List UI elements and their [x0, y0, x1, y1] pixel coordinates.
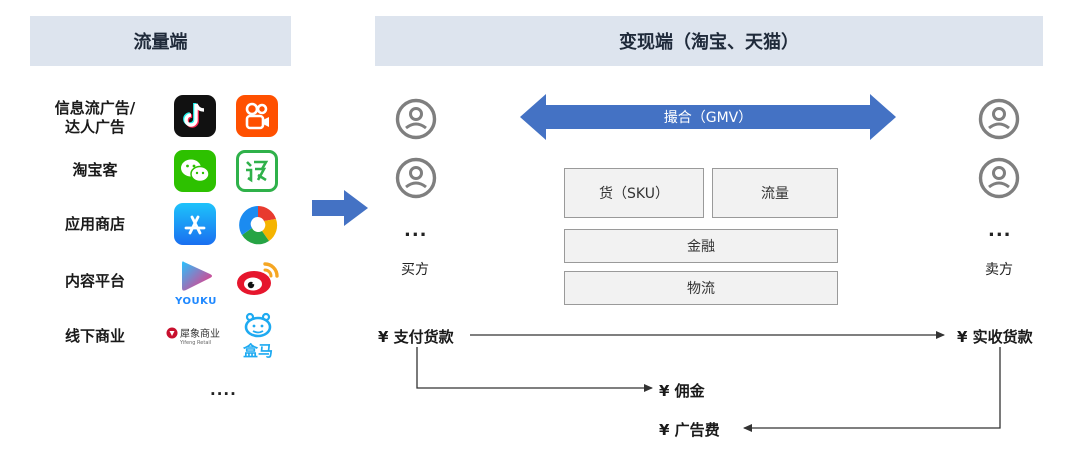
traffic-label: 流量	[761, 186, 789, 202]
seller-more-ellipsis: ...	[988, 220, 1012, 241]
monetization-side-title: 变现端（淘宝、天猫）	[619, 32, 799, 53]
ruoxi-logo-subtext: Yifeng Retail	[180, 340, 212, 346]
youku-logo-text: YOUKU	[175, 296, 217, 307]
kuaishou-icon	[236, 95, 278, 137]
tiktok-icon	[174, 95, 216, 137]
ad-fee-label: ¥ 广告费	[659, 421, 720, 439]
row-label-taobaoke: 淘宝客	[72, 161, 118, 179]
hema-logo-text: 盒马	[242, 342, 273, 360]
traffic-side-title: 流量端	[133, 32, 188, 53]
weibo-icon	[234, 258, 282, 298]
goods-sku-box: 货（SKU）	[564, 168, 704, 218]
more-channels-ellipsis: ....	[210, 381, 237, 399]
goods-sku-label: 货（SKU）	[599, 186, 669, 202]
gmv-match-double-arrow-icon	[520, 94, 896, 140]
ruoxi-mark-icon	[166, 327, 178, 338]
row-label-app-store: 应用商店	[64, 215, 125, 233]
buyer-person-icon	[395, 98, 437, 140]
seller-person-icon	[978, 157, 1020, 199]
ruoxi-retail-icon: 犀象商业 Yifeng Retail	[166, 325, 226, 347]
commission-label: ¥ 佣金	[659, 382, 705, 400]
row-label-offline-retail: 线下商业	[64, 327, 125, 345]
logistics-label: 物流	[687, 281, 715, 297]
app-store-icon	[174, 203, 216, 245]
logistics-box: 物流	[564, 271, 838, 305]
app-market-icon	[236, 203, 280, 247]
payment-label: ¥ 支付货款	[378, 328, 454, 346]
flow-right-arrow-icon	[312, 190, 368, 226]
finance-label: 金融	[687, 239, 715, 255]
hema-icon: 盒马	[236, 312, 280, 360]
seller-to-ad-fee-line	[743, 347, 1001, 432]
gmv-match-label: 撮合（GMV）	[663, 110, 753, 126]
row-label-content-platform: 内容平台	[64, 272, 125, 290]
finance-box: 金融	[564, 229, 838, 263]
fanli-icon	[236, 150, 278, 192]
youku-icon: YOUKU	[170, 258, 222, 307]
ruoxi-logo-text: 犀象商业	[180, 329, 220, 340]
buyer-person-icon	[395, 157, 437, 199]
payment-to-commission-line	[416, 347, 653, 392]
row-label-feed-ads: 信息流广告/ 达人广告	[54, 99, 136, 136]
traffic-side-header: 流量端	[30, 16, 291, 66]
buyer-more-ellipsis: ...	[404, 220, 428, 241]
wechat-icon	[174, 150, 216, 192]
received-payment-label: ¥ 实收货款	[957, 328, 1033, 346]
seller-label: 卖方	[985, 262, 1013, 278]
buyer-label: 买方	[401, 262, 429, 278]
seller-person-icon	[978, 98, 1020, 140]
monetization-side-header: 变现端（淘宝、天猫）	[375, 16, 1043, 66]
traffic-box: 流量	[712, 168, 838, 218]
